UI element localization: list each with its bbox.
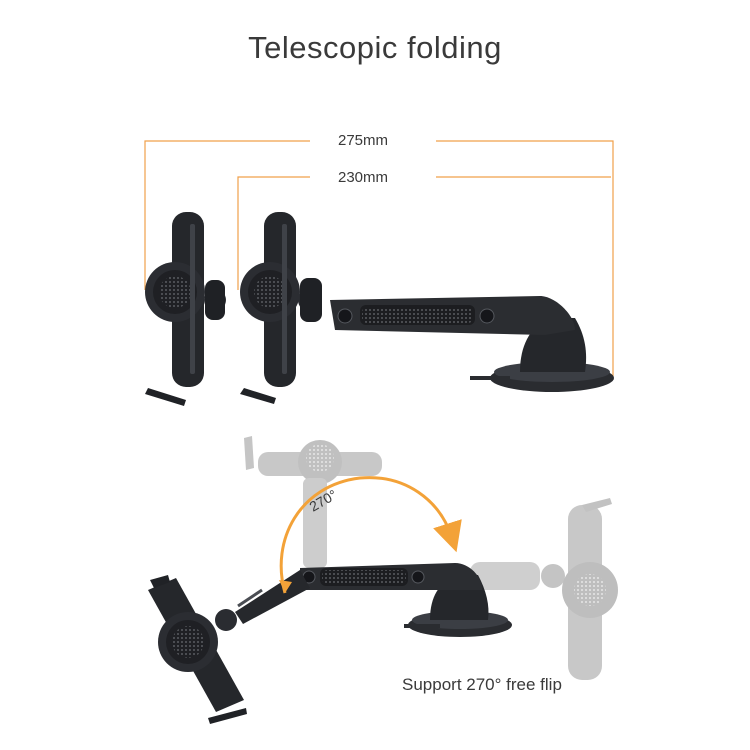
ghost-mount-top (244, 436, 382, 568)
extended-length-label: 275mm (338, 132, 389, 149)
dimension-lines (144, 140, 614, 380)
retracted-dimension-line (237, 176, 611, 290)
page-title: Telescopic folding (248, 30, 502, 65)
ghost-mount-right (470, 498, 618, 680)
phone-holder-extended (145, 212, 226, 406)
flip-arc-arrow (279, 476, 462, 594)
extended-mount (145, 212, 614, 406)
phone-holder-folded (148, 575, 247, 724)
folded-mount (148, 563, 512, 724)
extended-dimension-line (144, 140, 614, 380)
flip-caption: Support 270° free flip (402, 675, 562, 694)
phone-holder-retracted (240, 212, 300, 404)
retracted-length-label: 230mm (338, 169, 389, 186)
